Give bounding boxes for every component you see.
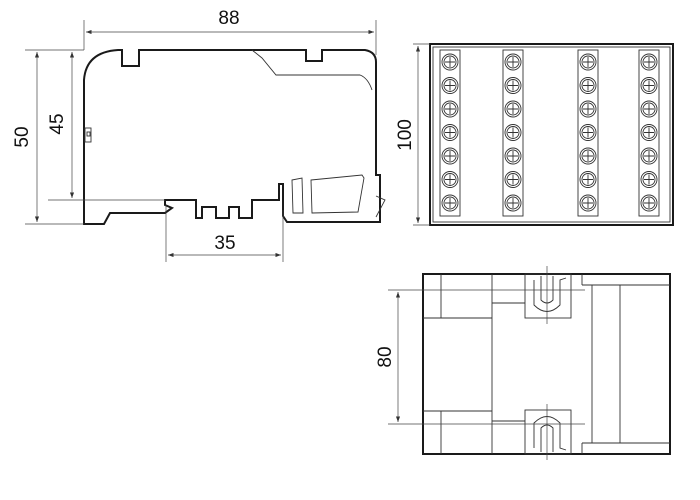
dim-100-label: 100 bbox=[395, 119, 416, 151]
top-view-outline bbox=[429, 43, 674, 226]
screw-icon bbox=[579, 53, 597, 71]
screw-icon bbox=[640, 171, 658, 188]
screw-icon bbox=[640, 77, 658, 94]
screw-icon bbox=[579, 194, 597, 212]
screw-icon bbox=[504, 77, 522, 94]
screw-icon bbox=[504, 171, 522, 188]
screw-icon bbox=[640, 100, 658, 118]
screw-icon bbox=[441, 124, 459, 141]
screw-icon bbox=[579, 100, 597, 118]
dim-88-label: 88 bbox=[218, 8, 239, 29]
side-latch bbox=[84, 127, 92, 143]
bottom-view-details bbox=[423, 273, 670, 455]
screw-terminals bbox=[439, 49, 660, 217]
screw-icon bbox=[504, 147, 522, 165]
dim-35-label: 35 bbox=[214, 233, 235, 254]
dim-50-label: 50 bbox=[12, 126, 33, 147]
latch-hole bbox=[86, 131, 91, 137]
screw-icon bbox=[579, 147, 597, 165]
screw-icon bbox=[441, 147, 459, 165]
screw-icon bbox=[640, 194, 658, 212]
screw-icon bbox=[579, 171, 597, 188]
terminal-strip bbox=[502, 49, 524, 217]
side-cavities bbox=[291, 174, 365, 214]
top-view: 100 bbox=[395, 43, 674, 226]
dim-80-label: 80 bbox=[375, 346, 396, 367]
screw-icon bbox=[441, 77, 459, 94]
screw-icon bbox=[504, 194, 522, 212]
terminal-strip bbox=[577, 49, 599, 217]
screw-icon bbox=[504, 53, 522, 71]
side-view-outline bbox=[83, 49, 381, 225]
screw-icon bbox=[441, 100, 459, 118]
screw-icon bbox=[640, 147, 658, 165]
side-view: 88 35 50 45 bbox=[12, 8, 386, 262]
screw-icon bbox=[579, 124, 597, 141]
dim-45-label: 45 bbox=[47, 113, 68, 134]
screw-icon bbox=[579, 77, 597, 94]
screw-icon bbox=[441, 53, 459, 71]
side-clip bbox=[375, 195, 386, 218]
screw-icon bbox=[504, 100, 522, 118]
terminal-strip bbox=[638, 49, 660, 217]
side-cover-line bbox=[251, 49, 373, 91]
screw-icon bbox=[640, 124, 658, 141]
screw-icon bbox=[441, 171, 459, 188]
screw-icon bbox=[640, 53, 658, 71]
bottom-view: 80 bbox=[375, 266, 671, 460]
terminal-strip bbox=[439, 49, 461, 217]
screw-icon bbox=[441, 194, 459, 212]
top-inner-frame bbox=[432, 46, 671, 223]
screw-icon bbox=[504, 124, 522, 141]
bottom-view-outline bbox=[422, 273, 671, 455]
